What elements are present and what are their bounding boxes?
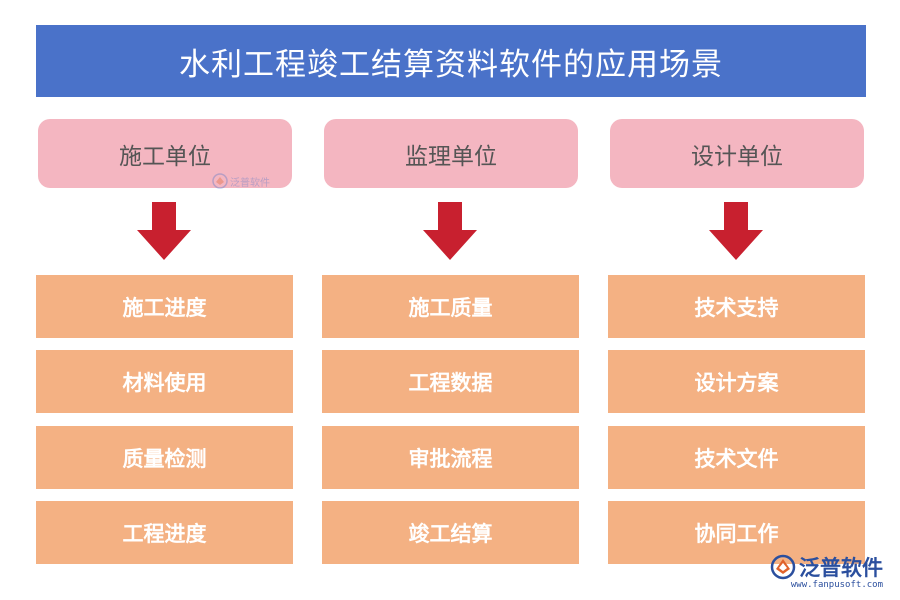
down-arrow-icon (709, 202, 763, 260)
column-header: 监理单位 (324, 119, 578, 188)
list-item-label: 审批流程 (408, 445, 493, 471)
column-header-label: 设计单位 (691, 143, 783, 170)
list-item-label: 设计方案 (694, 369, 779, 395)
list-item-label: 质量检测 (122, 445, 207, 471)
watermark-text: 泛普软件 (230, 177, 270, 189)
list-item-label: 材料使用 (122, 369, 207, 395)
column-header: 设计单位 (610, 119, 864, 188)
list-item-label: 施工质量 (408, 294, 493, 320)
down-arrow-icon (137, 202, 191, 260)
list-item: 竣工结算 (322, 501, 579, 564)
column-header-label: 监理单位 (405, 143, 497, 170)
column-header-label: 施工单位 (119, 143, 211, 170)
list-item: 技术支持 (608, 275, 865, 338)
list-item: 技术文件 (608, 426, 865, 489)
down-arrow-icon (423, 202, 477, 260)
column-header: 施工单位 (38, 119, 292, 188)
watermark: 泛普软件 (212, 173, 270, 189)
list-item-label: 协同工作 (694, 520, 779, 546)
page-title: 水利工程竣工结算资料软件的应用场景 (179, 46, 723, 83)
column-construction: 施工单位 施工进度 材料使用 质量检测 工程进度 (36, 0, 293, 600)
list-item: 施工质量 (322, 275, 579, 338)
list-item-label: 工程数据 (408, 369, 493, 395)
list-item: 材料使用 (36, 350, 293, 413)
list-item: 质量检测 (36, 426, 293, 489)
list-item-label: 技术支持 (694, 294, 779, 320)
list-item: 审批流程 (322, 426, 579, 489)
brand-logo: 泛普软件 www.fanpusoft.com (770, 552, 883, 590)
brand-url: www.fanpusoft.com (790, 580, 883, 590)
fanpu-logo-icon (212, 173, 228, 189)
list-item-label: 工程进度 (122, 520, 207, 546)
column-supervision: 监理单位 施工质量 工程数据 审批流程 竣工结算 (322, 0, 579, 600)
list-item: 施工进度 (36, 275, 293, 338)
fanpu-logo-icon (770, 554, 796, 580)
title-bar: 水利工程竣工结算资料软件的应用场景 (36, 25, 866, 97)
list-item-label: 施工进度 (122, 294, 207, 320)
list-item: 工程进度 (36, 501, 293, 564)
list-item-label: 技术文件 (694, 445, 779, 471)
list-item: 工程数据 (322, 350, 579, 413)
list-item: 协同工作 (608, 501, 865, 564)
column-design: 设计单位 技术支持 设计方案 技术文件 协同工作 (608, 0, 865, 600)
brand-name: 泛普软件 (799, 556, 883, 580)
list-item: 设计方案 (608, 350, 865, 413)
list-item-label: 竣工结算 (408, 520, 493, 546)
